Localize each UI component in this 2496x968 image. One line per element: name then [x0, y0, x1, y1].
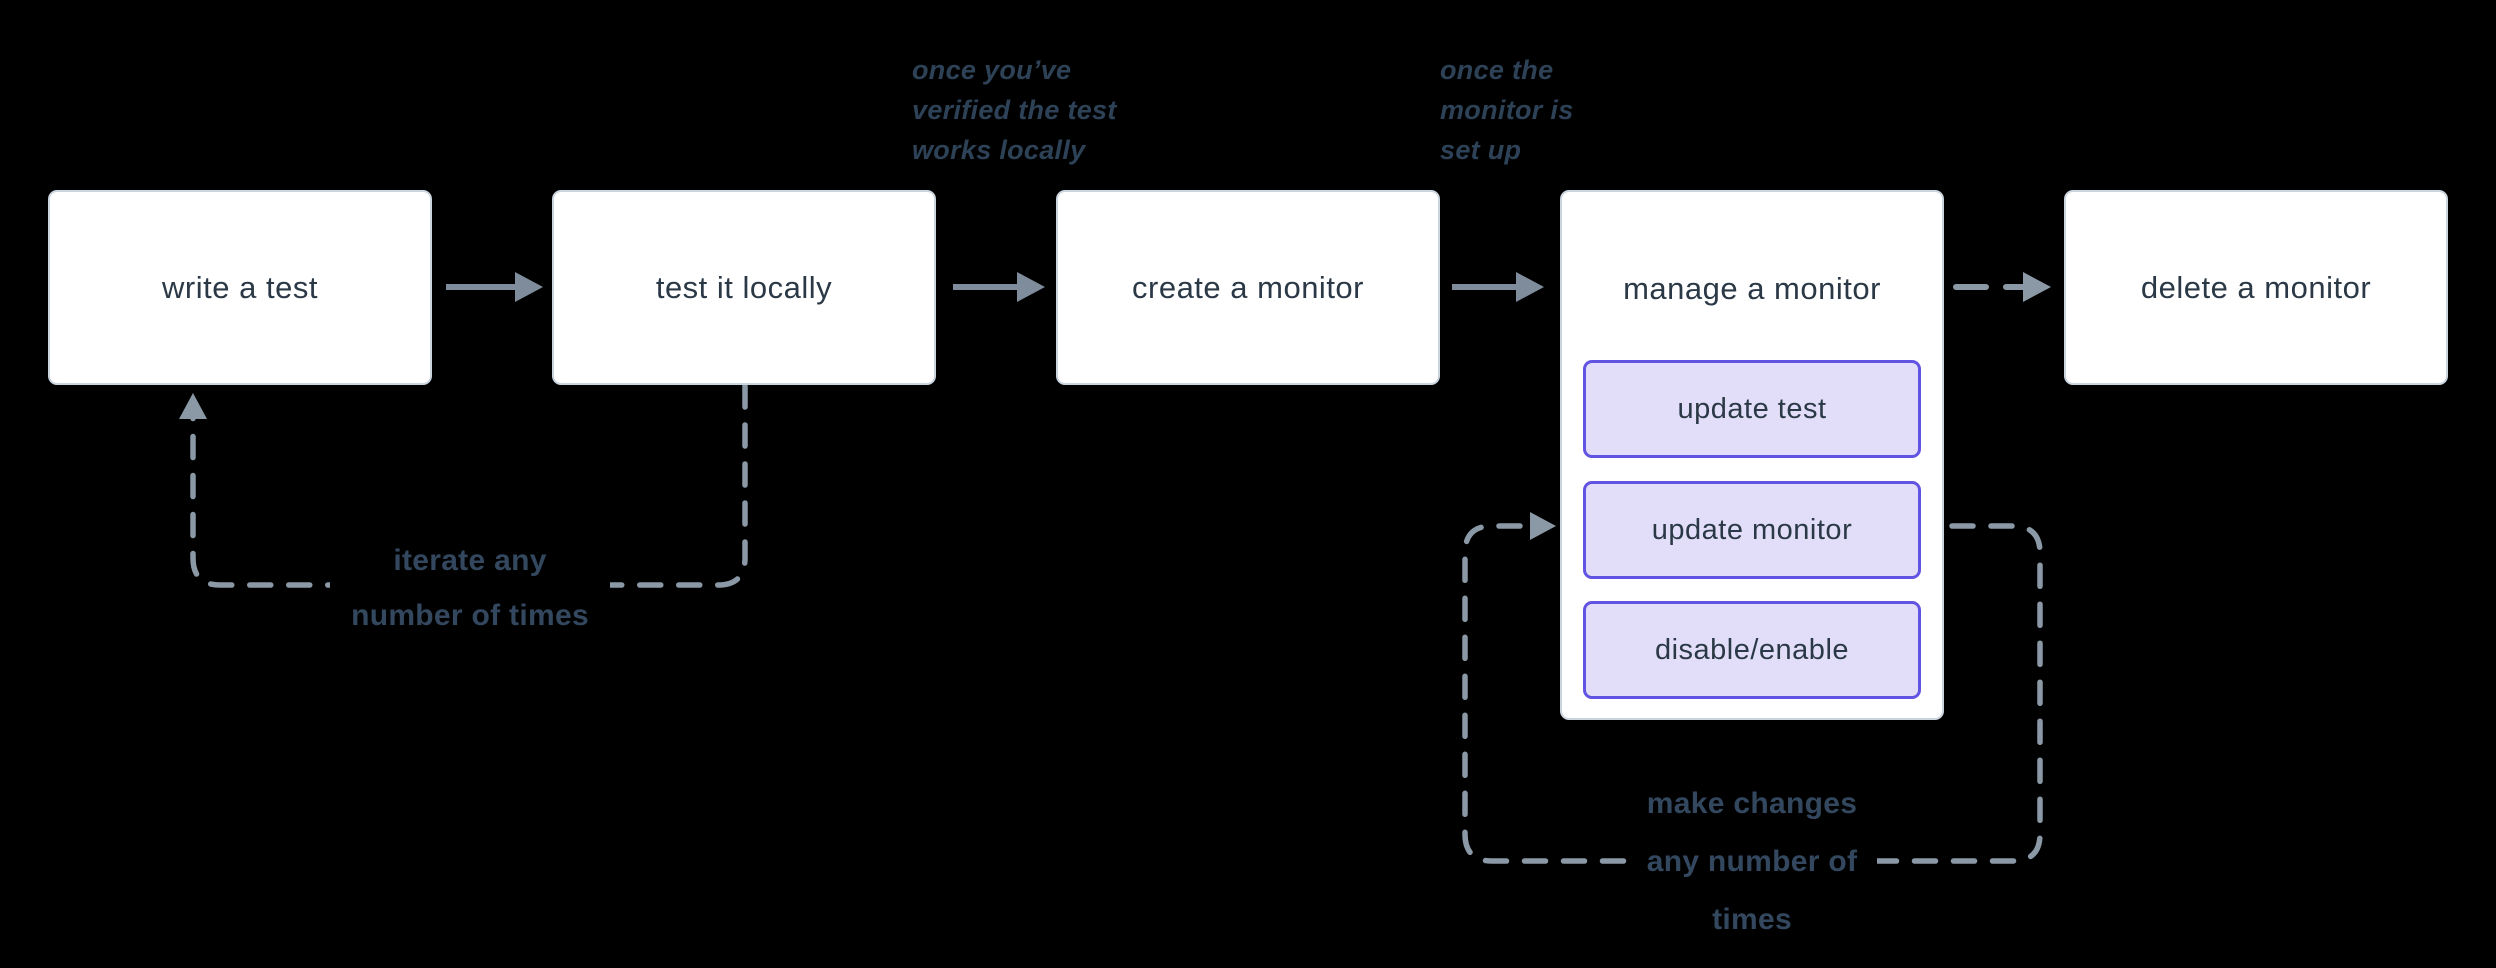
node-label: manage a monitor — [1623, 270, 1881, 306]
node-test-it-locally: test it locally — [552, 190, 936, 385]
loop-make-changes-path — [1462, 512, 2043, 864]
annotation-line: works locally — [912, 135, 1086, 165]
node-label: test it locally — [655, 269, 833, 305]
arrow-write-to-test — [446, 272, 543, 302]
annotation-line: once you’ve — [912, 55, 1072, 85]
annotation-monitor-set-up: once the monitor is set up — [1440, 50, 1574, 170]
loop-label-line: times — [1712, 903, 1792, 936]
annotation-line: set up — [1440, 135, 1522, 165]
annotation-line: once the — [1440, 55, 1554, 85]
subnode-update-test: update test — [1583, 360, 1921, 458]
loop-label-iterate: iterate any number of times — [330, 533, 610, 643]
loop-iterate-path — [179, 383, 748, 588]
node-create-a-monitor: create a monitor — [1056, 190, 1440, 385]
arrow-test-to-create — [953, 272, 1045, 302]
node-manage-a-monitor: manage a monitor update test update moni… — [1560, 190, 1944, 720]
node-delete-a-monitor: delete a monitor — [2064, 190, 2448, 385]
subnode-label: update test — [1677, 392, 1827, 425]
node-label: create a monitor — [1132, 269, 1364, 305]
loop-label-line: number of times — [351, 599, 589, 632]
subnode-disable-enable: disable/enable — [1583, 601, 1921, 699]
subnode-update-monitor: update monitor — [1583, 481, 1921, 579]
arrow-manage-to-delete — [1953, 272, 2051, 302]
annotation-line: monitor is — [1440, 95, 1574, 125]
loop-label-line: iterate any — [393, 544, 547, 577]
node-label: delete a monitor — [2140, 269, 2372, 305]
node-label: write a test — [162, 269, 318, 305]
loop-label-line: any number of — [1646, 845, 1858, 878]
loop-label-line: make changes — [1646, 787, 1858, 820]
loop-label-make-changes: make changes any number of times — [1627, 775, 1877, 949]
subnode-label: disable/enable — [1654, 633, 1850, 666]
annotation-verified-locally: once you’ve verified the test works loca… — [912, 50, 1117, 170]
subnode-label: update monitor — [1651, 513, 1853, 546]
annotation-line: verified the test — [912, 95, 1117, 125]
arrow-create-to-manage — [1452, 272, 1544, 302]
node-write-a-test: write a test — [48, 190, 432, 385]
